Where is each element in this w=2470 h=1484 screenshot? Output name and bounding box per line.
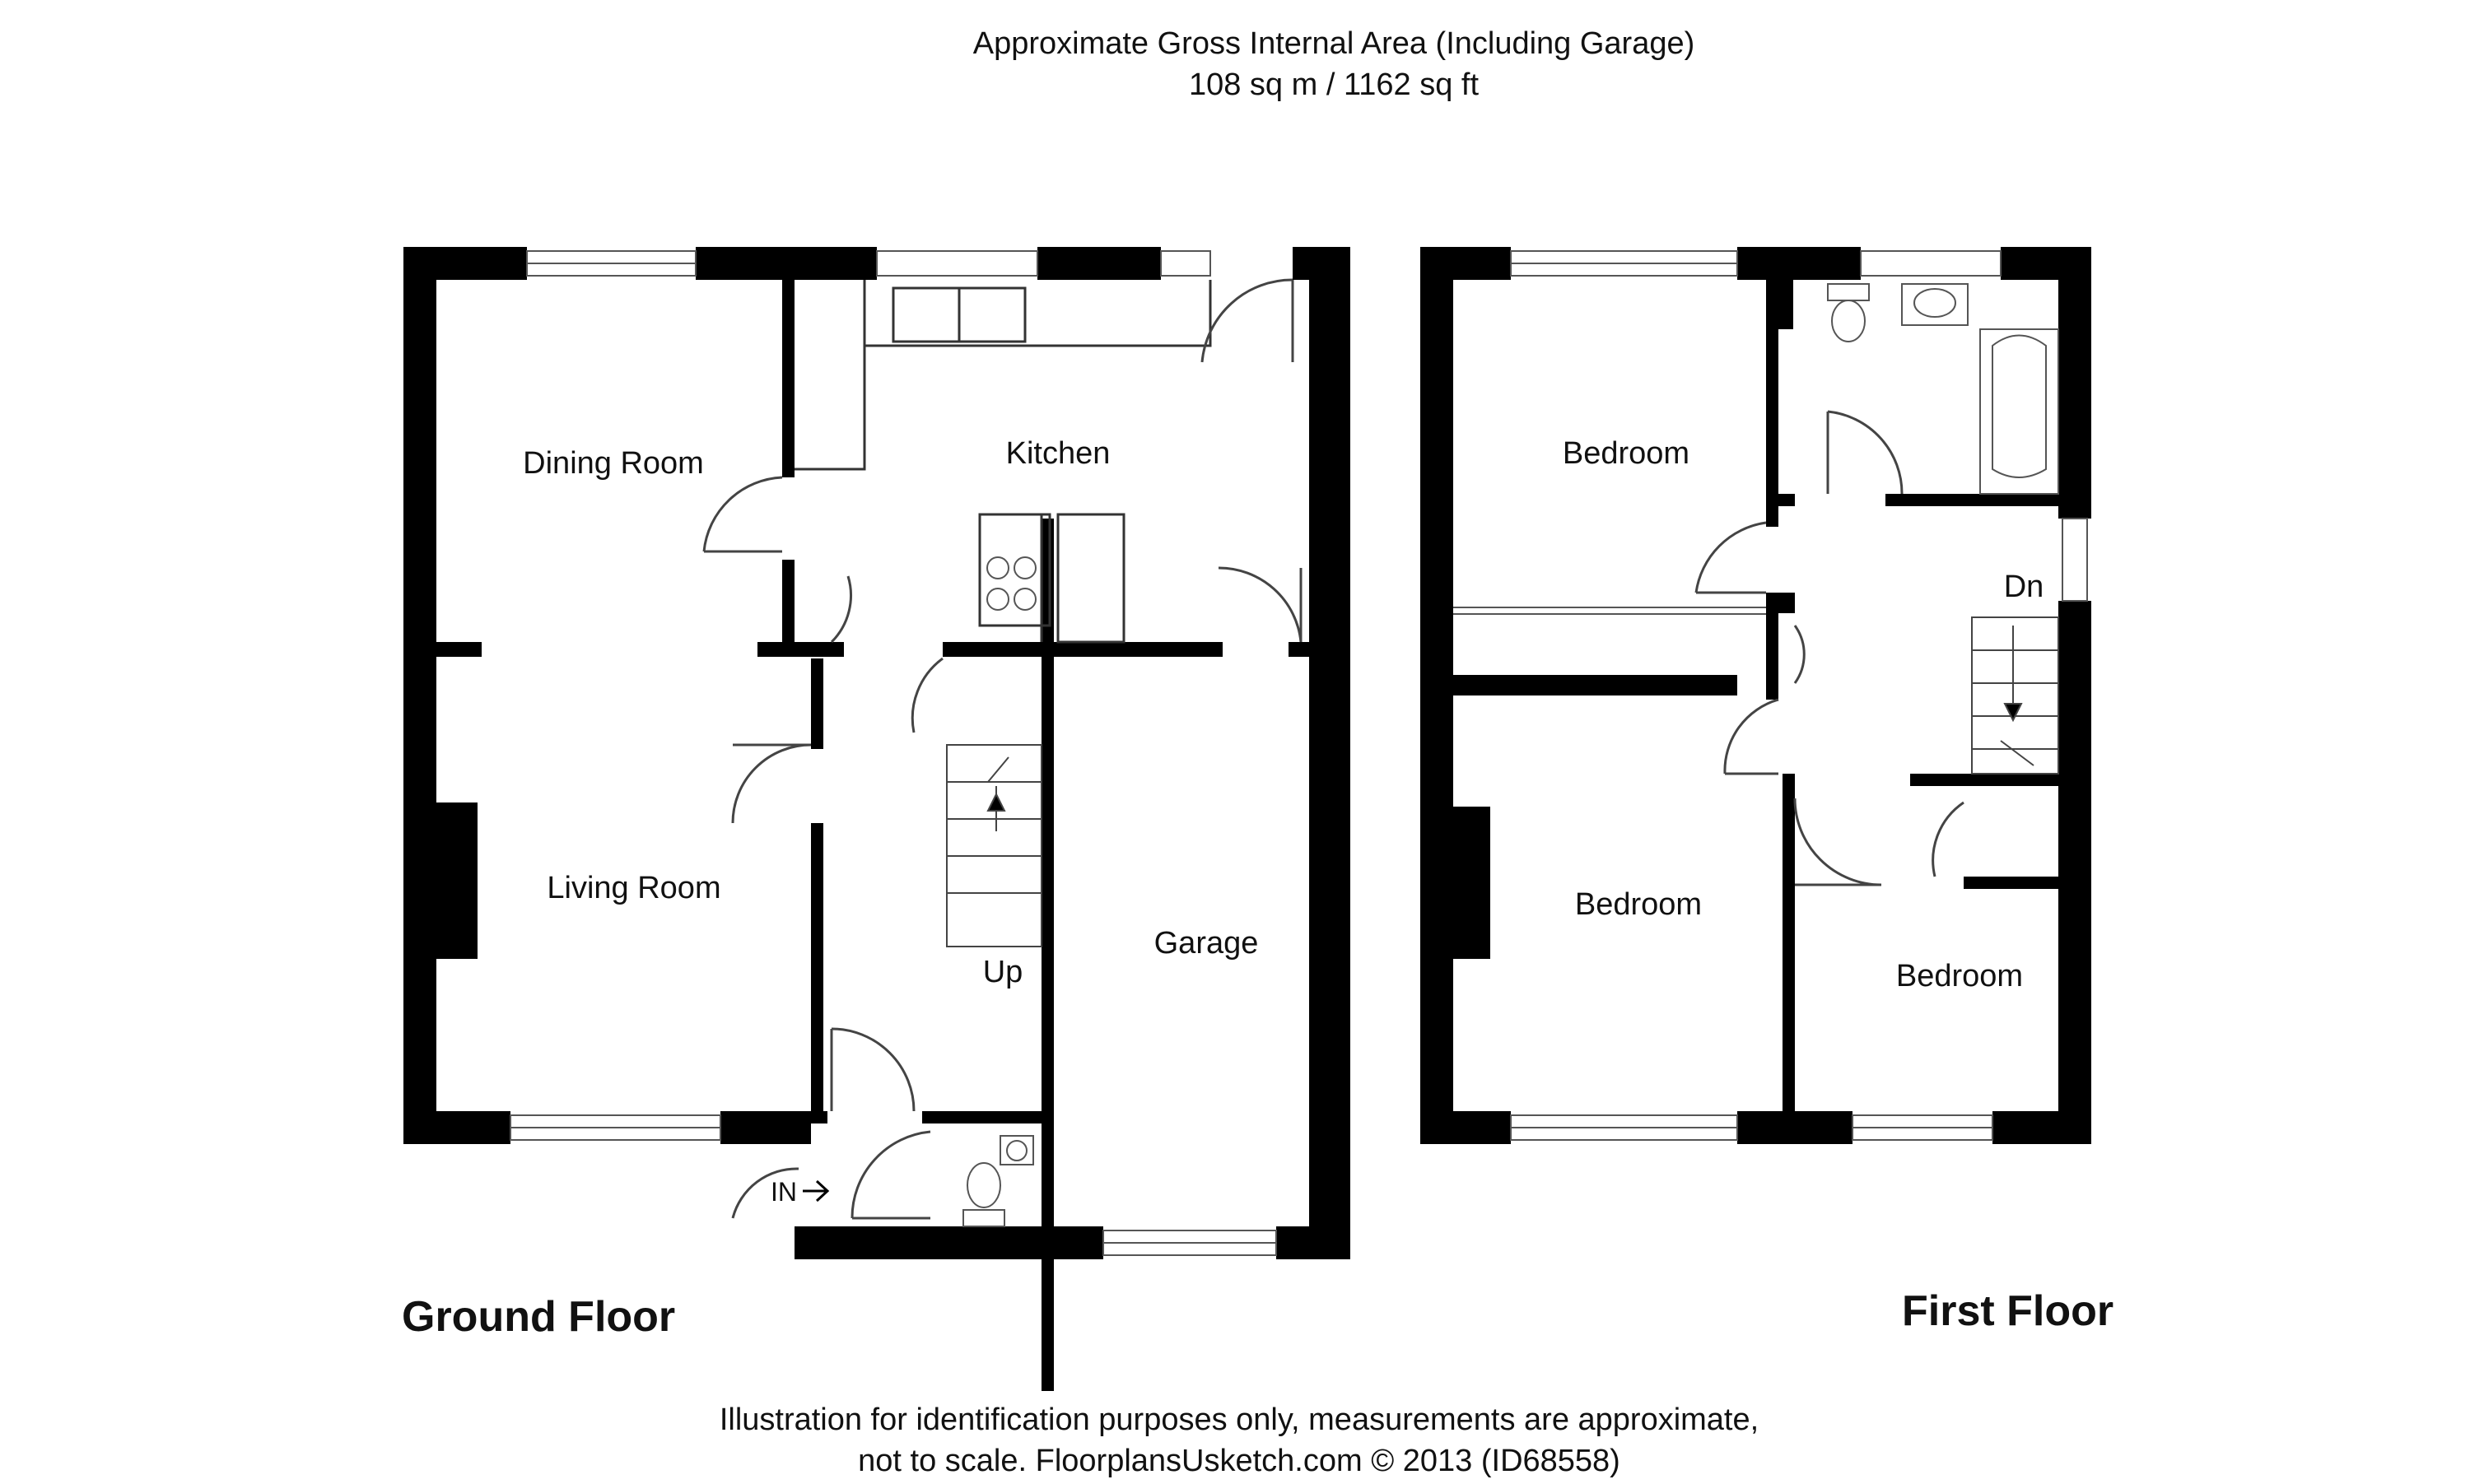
first-floor-plan: [1420, 247, 2091, 1144]
ground-floor-stairs: [946, 744, 1042, 947]
room-label-kitchen: Kitchen: [1005, 436, 1111, 471]
room-label-bedroom-2: Bedroom: [1574, 887, 1703, 922]
ground-floor-title: Ground Floor: [402, 1293, 676, 1341]
ground-floor-windows: [510, 250, 1277, 1256]
disclaimer: Illustration for identification purposes…: [720, 1399, 1759, 1482]
area-value: 108 sq m / 1162 sq ft: [1188, 67, 1480, 103]
ground-floor-walls: [403, 247, 1350, 1391]
room-label-dining: Dining Room: [523, 446, 704, 481]
stairs-label-up: Up: [982, 955, 1023, 989]
ground-floor-plan: [403, 247, 1350, 1391]
ground-floor-wc: [962, 1135, 1034, 1227]
entrance-label: IN: [771, 1177, 797, 1207]
entrance-arrow: [803, 1179, 830, 1203]
bathroom-fixtures: [1827, 283, 2059, 495]
first-floor-windows: [1510, 250, 2088, 1141]
first-floor-stairs: [1971, 616, 2059, 775]
ground-floor-doors: [702, 278, 1303, 1220]
room-label-living: Living Room: [547, 871, 721, 905]
first-floor-doors: [1694, 410, 1964, 886]
disclaimer-line-1: Illustration for identification purposes…: [719, 1403, 1759, 1437]
area-title: Approximate Gross Internal Area (Includi…: [972, 26, 1695, 61]
kitchen-worktop: [795, 280, 1212, 644]
disclaimer-line-2: not to scale. FloorplansUsketch.com © 20…: [858, 1444, 1620, 1479]
first-floor-walls: [1420, 247, 2091, 1144]
stairs-label-down: Dn: [2003, 570, 2044, 604]
room-label-garage: Garage: [1153, 926, 1259, 961]
first-floor-title: First Floor: [1902, 1287, 2114, 1335]
kitchen-hob: [978, 513, 1051, 627]
room-label-bedroom-3: Bedroom: [1895, 959, 2024, 993]
hob-burners: [986, 556, 1037, 611]
wardrobe: [1453, 607, 1766, 615]
area-header: Approximate Gross Internal Area (Includi…: [973, 23, 1695, 105]
room-label-bedroom-1: Bedroom: [1562, 436, 1690, 471]
